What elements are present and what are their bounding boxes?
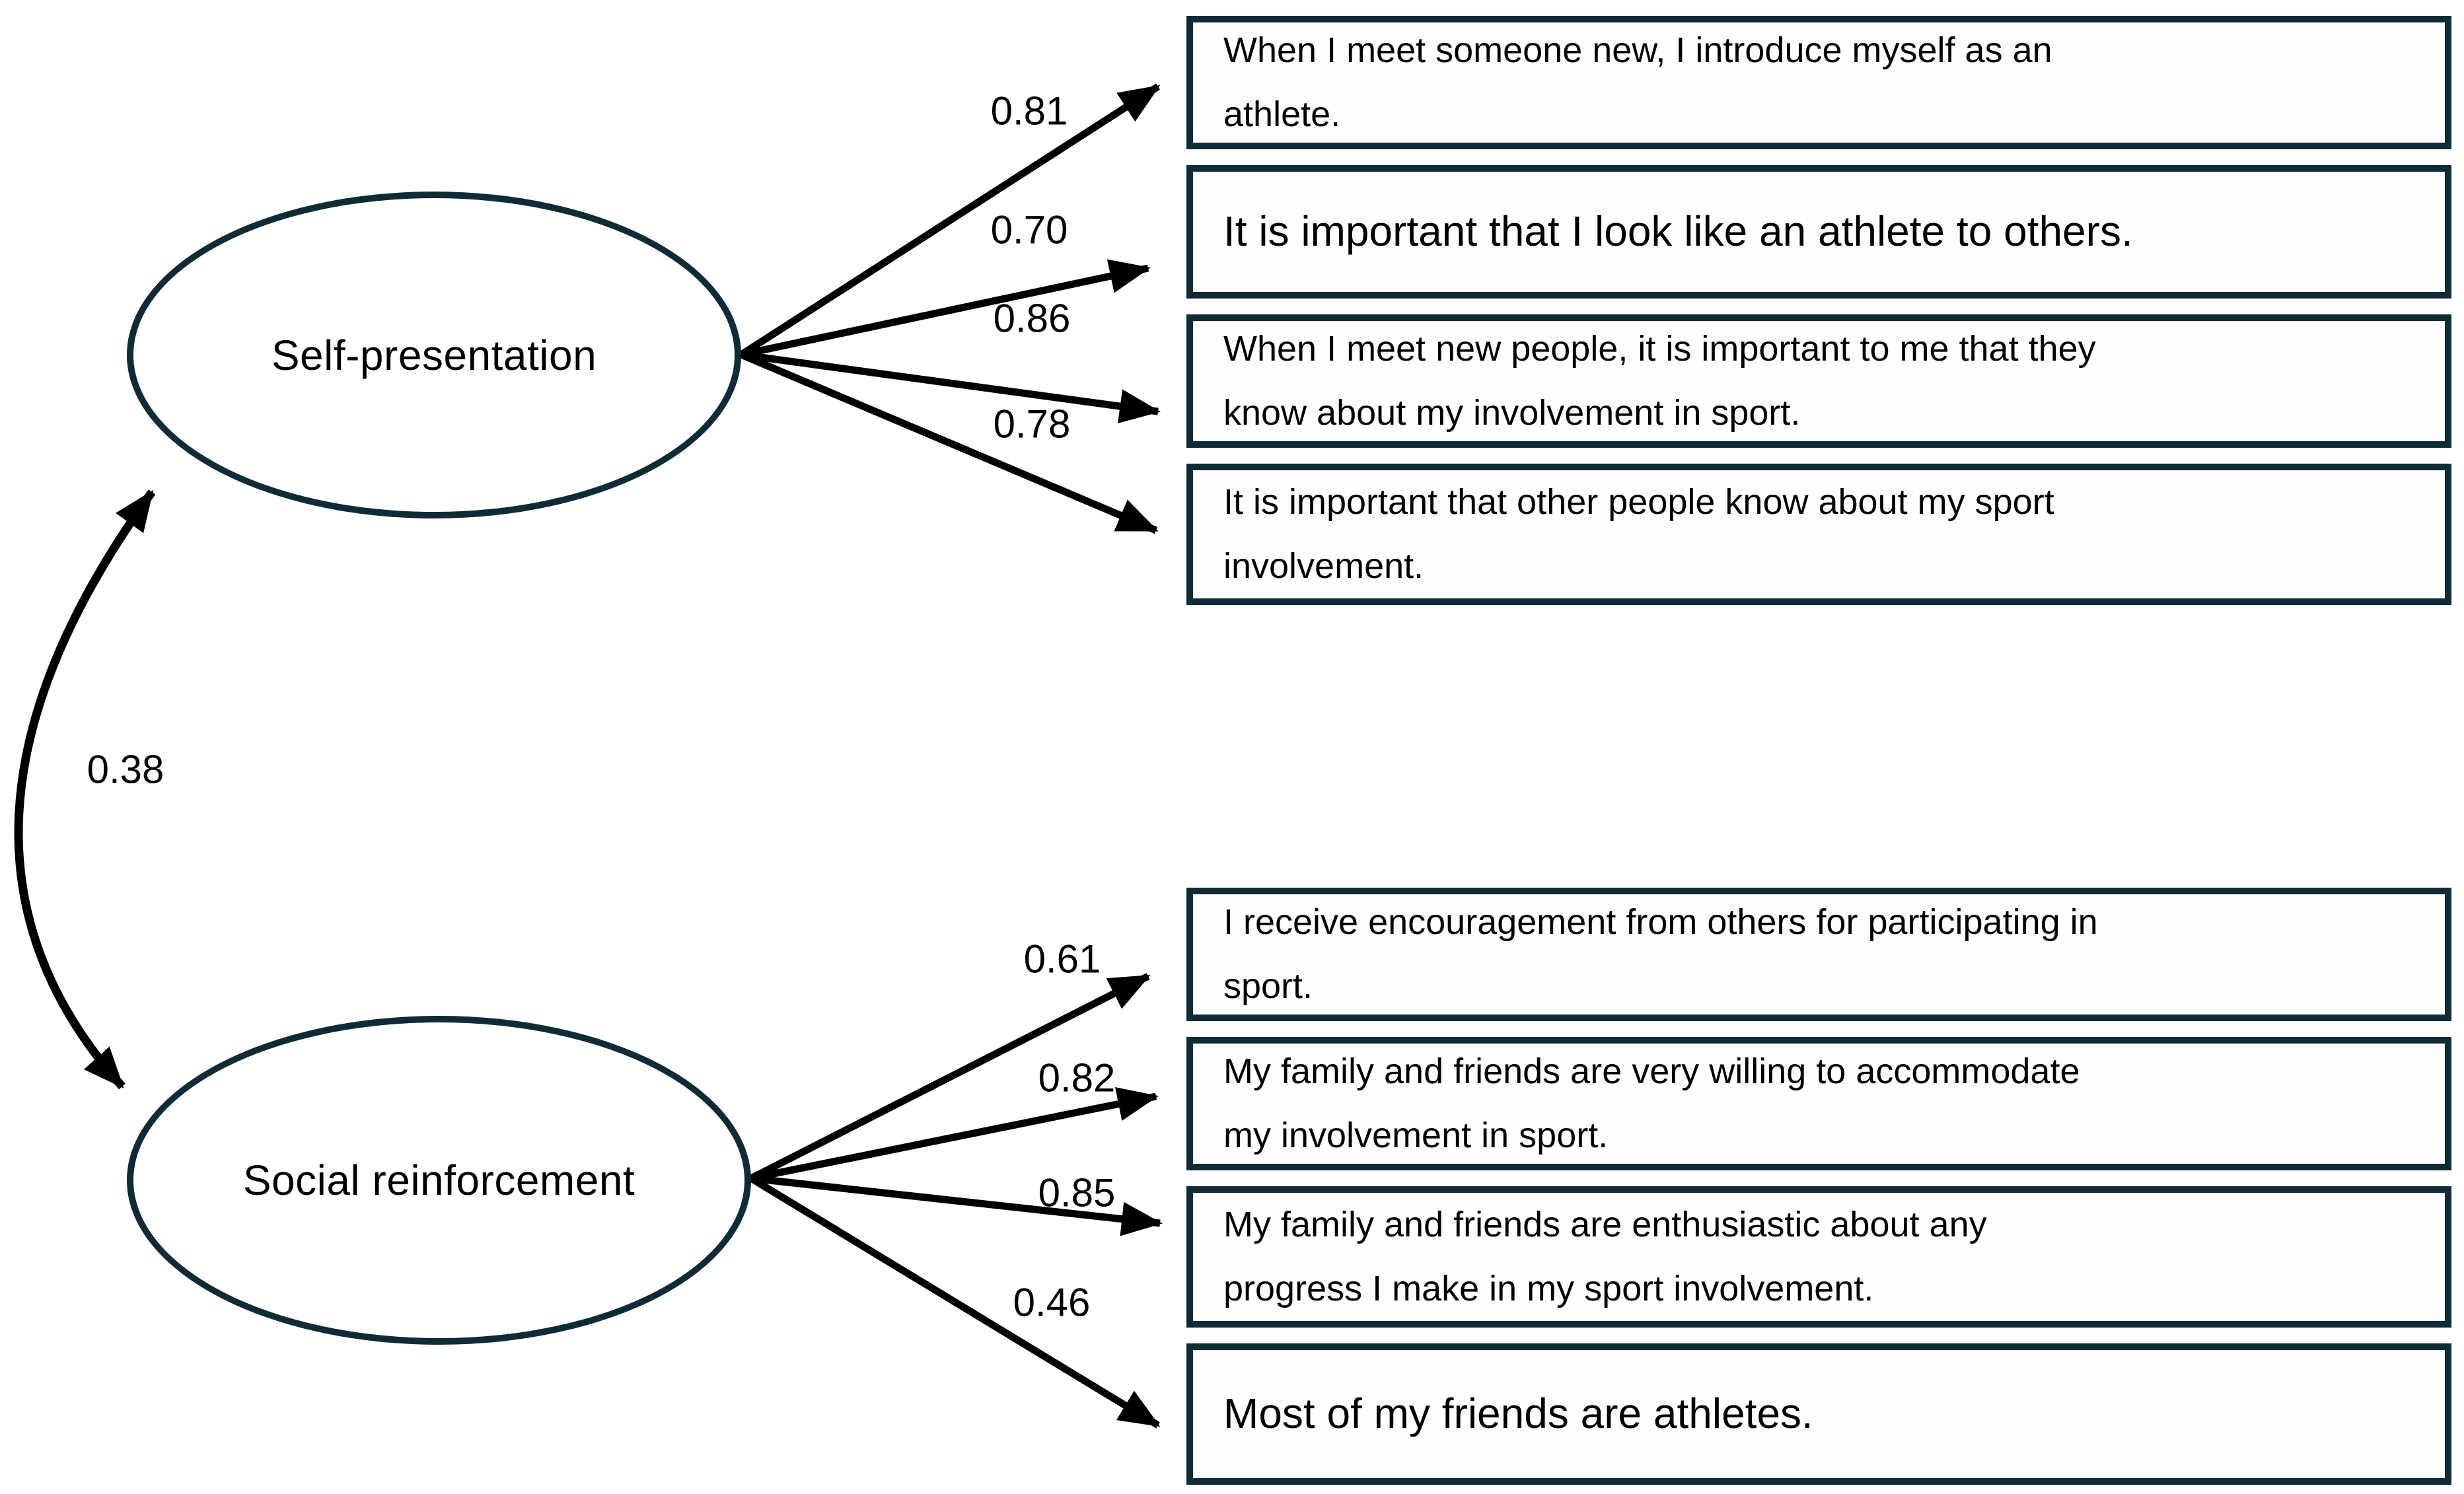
loading-arrow-sr-4: [749, 1175, 1161, 1429]
indicator-item-sp-2: It is important that I look like an athl…: [1186, 165, 2451, 299]
indicator-text: It is important that other people know a…: [1223, 481, 2054, 586]
loading-value-sp-1: 0.81: [990, 89, 1068, 133]
loading-arrow-sp-2: [740, 259, 1151, 359]
loading-arrow-sr-1: [749, 973, 1151, 1182]
indicator-text: My family and friends are enthusiastic a…: [1223, 1204, 1987, 1308]
indicator-text: I receive encouragement from others for …: [1223, 902, 2098, 1006]
latent-factor-self-presentation: Self-presentation: [127, 192, 741, 518]
loading-arrow-sr-3: [750, 1174, 1163, 1236]
loading-arrow-sp-1: [739, 83, 1161, 358]
indicator-item-sr-1: I receive encouragement from others for …: [1186, 888, 2451, 1021]
indicator-text: When I meet new people, it is important …: [1223, 328, 2096, 433]
indicator-text: When I meet someone new, I introduce mys…: [1223, 30, 2052, 134]
indicator-item-sp-1: When I meet someone new, I introduce mys…: [1186, 16, 2451, 149]
indicator-text: My family and friends are very willing t…: [1223, 1051, 2080, 1155]
indicator-item-sr-2: My family and friends are very willing t…: [1186, 1037, 2451, 1170]
correlation-value: 0.38: [87, 747, 164, 792]
loading-arrow-sr-2: [750, 1087, 1159, 1182]
indicator-text: Most of my friends are athletes.: [1223, 1390, 1813, 1438]
factor-label-social-reinforcement: Social reinforcement: [242, 1156, 635, 1204]
indicator-item-sp-4: It is important that other people know a…: [1186, 464, 2451, 605]
loading-arrow-sp-4: [739, 351, 1159, 534]
loading-value-sp-4: 0.78: [993, 402, 1071, 446]
loading-arrow-sp-3: [741, 351, 1161, 423]
indicator-item-sr-4: Most of my friends are athletes.: [1186, 1343, 2451, 1485]
loading-value-sr-3: 0.85: [1038, 1170, 1116, 1215]
loading-value-sr-2: 0.82: [1038, 1055, 1116, 1100]
factor-label-self-presentation: Self-presentation: [271, 331, 597, 379]
indicator-text: It is important that I look like an athl…: [1223, 207, 2133, 256]
indicator-item-sp-3: When I meet new people, it is important …: [1186, 314, 2451, 448]
correlation-arrow: [14, 489, 156, 1090]
loading-value-sp-2: 0.70: [990, 207, 1068, 252]
indicator-item-sr-3: My family and friends are enthusiastic a…: [1186, 1186, 2451, 1328]
latent-factor-social-reinforcement: Social reinforcement: [127, 1016, 751, 1345]
loading-value-sr-4: 0.46: [1013, 1280, 1091, 1325]
loading-value-sp-3: 0.86: [993, 296, 1071, 341]
loading-value-sr-1: 0.61: [1023, 937, 1101, 981]
